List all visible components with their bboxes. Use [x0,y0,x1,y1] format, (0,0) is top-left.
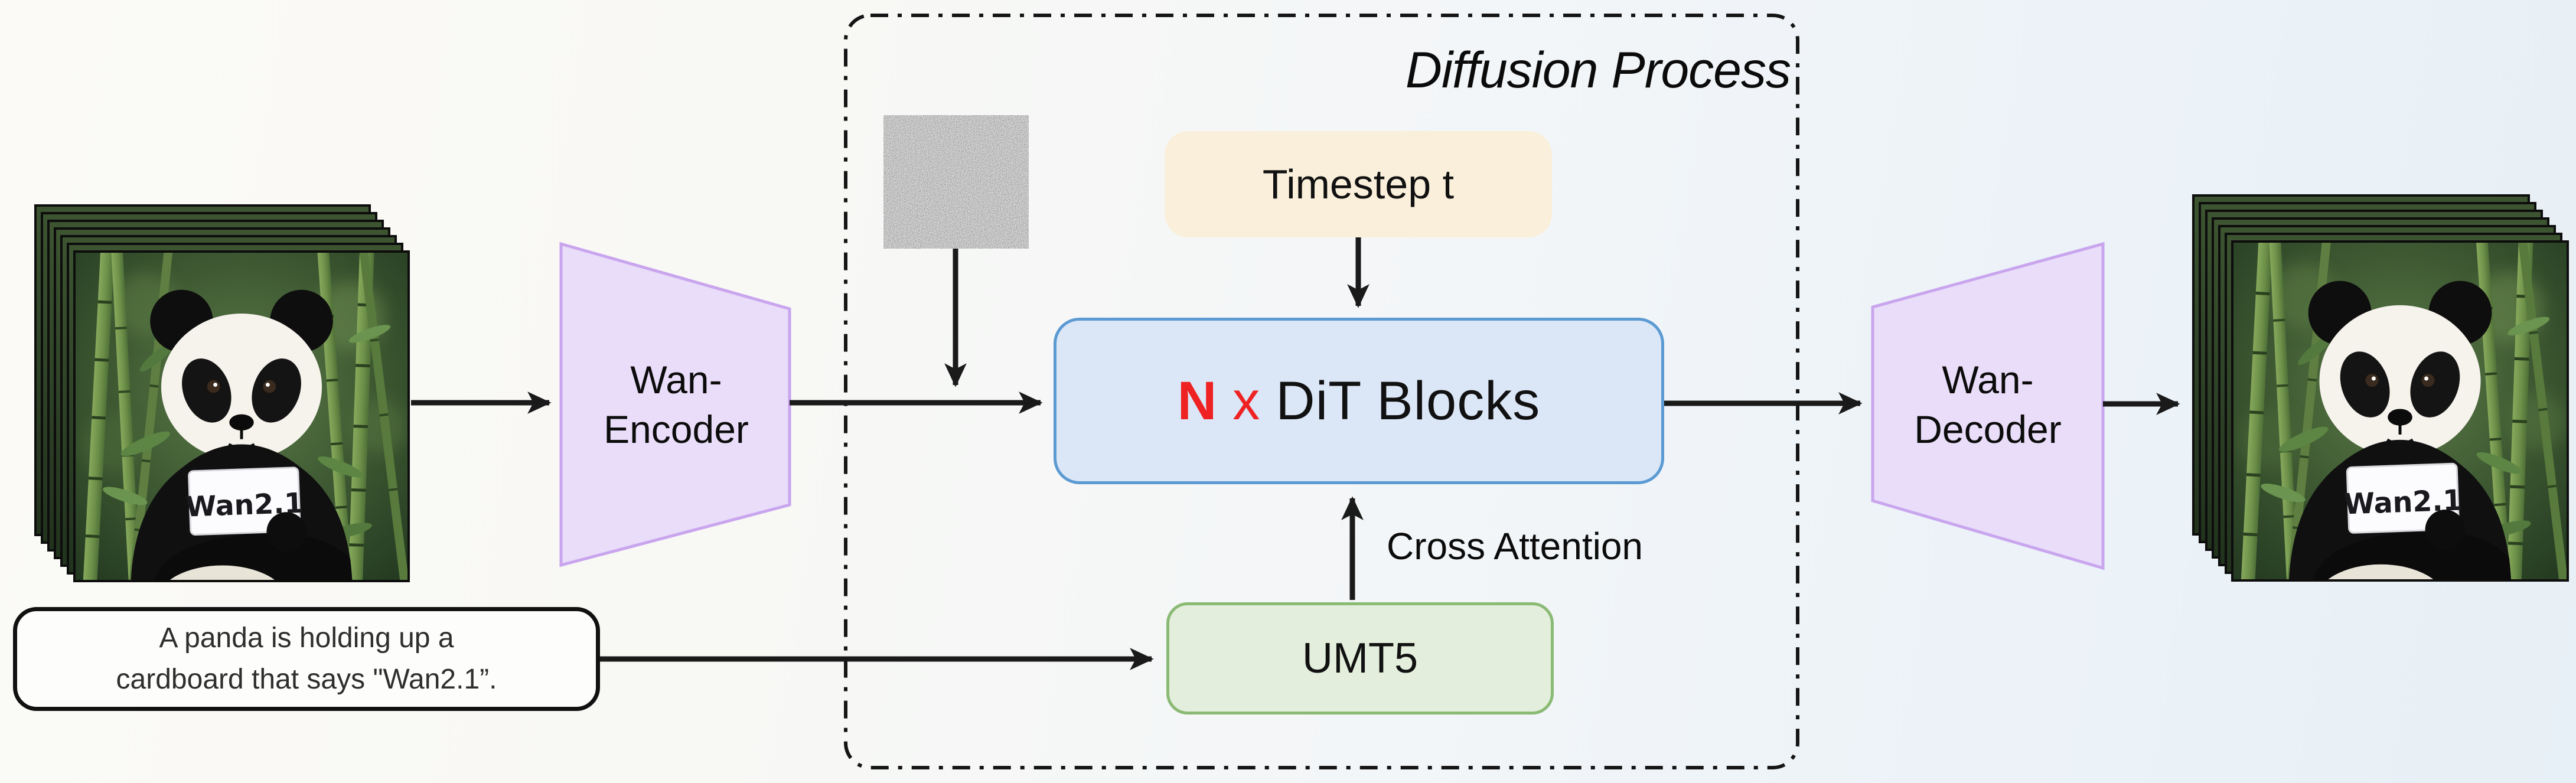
wan-encoder-shape [559,242,791,567]
diffusion-process-title: Diffusion Process [1405,42,1791,99]
video-frame-front [2231,240,2569,582]
dit-n-count: N [1177,370,1218,431]
timestep-box: Timestep t [1165,131,1552,237]
dit-blocks-box: N x DiT Blocks [1054,318,1664,484]
wan-decoder-line2: Decoder [1914,407,2062,451]
dit-blocks-label: DiT Blocks [1276,370,1541,431]
output-video-frames [2192,194,2573,587]
wan-encoder-line2: Encoder [604,407,749,451]
prompt-line2: cardboard that says "Wan2.1”. [116,664,497,695]
cross-attention-label: Cross Attention [1387,525,1643,567]
diffusion-process-container [844,14,1799,769]
input-video-frames [34,204,412,585]
wan-decoder-line1: Wan- [1942,357,2034,402]
prompt-text-box: A panda is holding up a cardboard that s… [13,607,600,711]
umt5-label: UMT5 [1302,635,1418,682]
noise-latent-texture [883,115,1029,249]
wan-encoder-line1: Wan- [630,357,722,402]
panda-image [76,253,407,580]
prompt-line1: A panda is holding up a [159,622,454,654]
wan-decoder-shape [1871,242,2105,570]
wan-decoder-label: Wan- Decoder [1879,307,2097,502]
dit-times-symbol: x [1232,370,1261,431]
video-frame-front [73,250,410,582]
panda-image [2233,243,2567,579]
umt5-box: UMT5 [1166,602,1554,715]
wan-encoder-label: Wan- Encoder [567,307,785,502]
timestep-label: Timestep t [1262,161,1455,207]
